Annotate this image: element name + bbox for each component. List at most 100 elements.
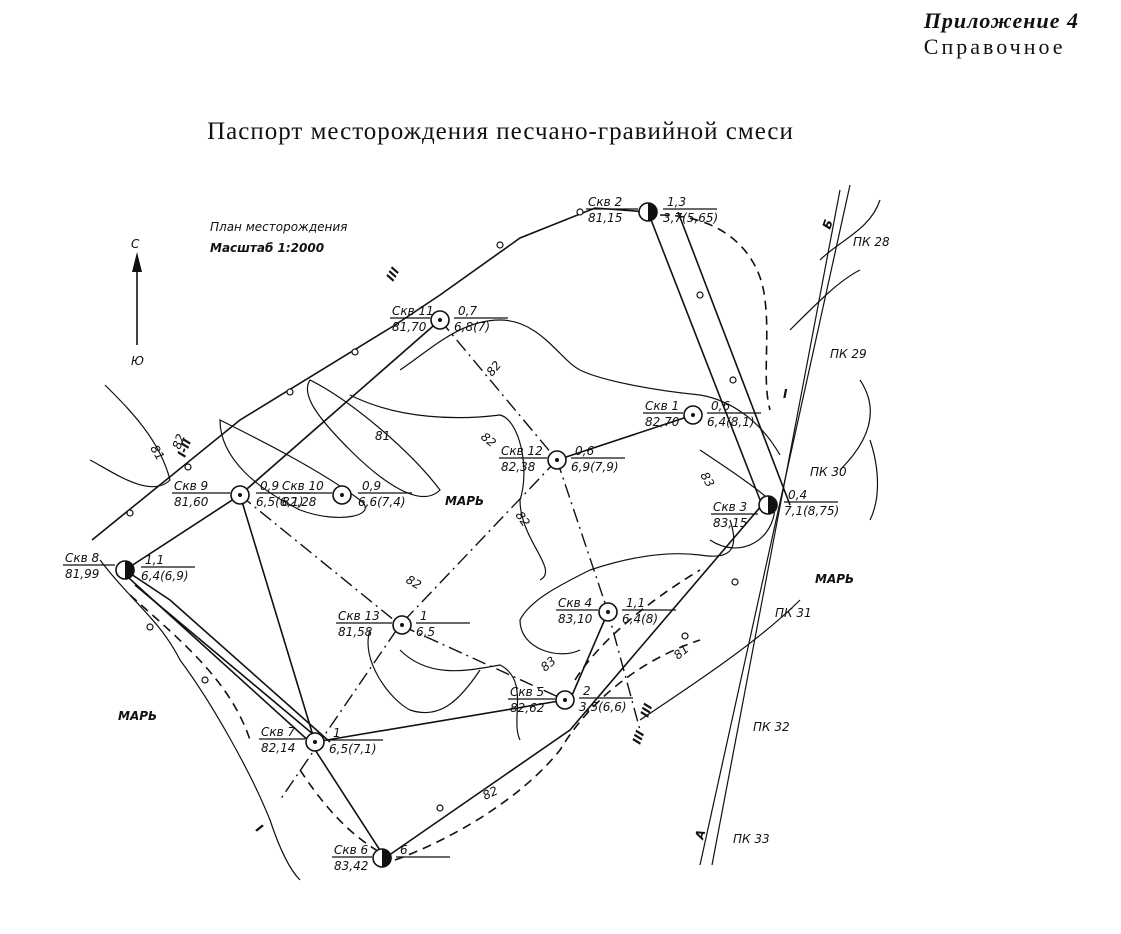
- picket-labels: ПК 28 ПК 29 ПК 30 ПК 31 ПК 32 ПК 33: [733, 235, 890, 846]
- wells-layer: Скв 281,151,33,7(5,65)Скв 1181,700,76,8(…: [63, 195, 839, 873]
- section-lines: [239, 319, 641, 801]
- north-arrow-icon: [132, 252, 142, 345]
- section-mark: III: [638, 701, 656, 719]
- contour-label: 82: [404, 572, 424, 592]
- well-elevation: 81,58: [338, 625, 373, 639]
- well-elevation: 83,42: [334, 859, 368, 873]
- well-thickness: 6,4(6,9): [141, 569, 189, 583]
- well-elevation: 83,15: [713, 516, 747, 530]
- section-mark: I: [253, 822, 266, 836]
- well-overburden: 1,3: [667, 195, 686, 209]
- picket-label: ПК 32: [753, 720, 790, 734]
- well-id: Скв 3: [713, 500, 747, 514]
- well-overburden: 1,1: [626, 596, 645, 610]
- well-id: Скв 4: [558, 596, 592, 610]
- well-marker-icon: [392, 615, 412, 635]
- contour-label: 82: [480, 784, 500, 803]
- well-id: Скв 10: [282, 479, 324, 493]
- well-marker-icon: [598, 602, 618, 622]
- plan-scale: Масштаб 1:2000: [210, 241, 324, 255]
- dashed-lines: [129, 214, 771, 861]
- well-overburden: 6: [400, 843, 408, 857]
- section-mark: III: [630, 728, 648, 746]
- section-mark: I: [783, 387, 788, 401]
- contour-label: 82: [170, 432, 188, 451]
- well-overburden: 0,9: [362, 479, 381, 493]
- well-overburden: 0,6: [711, 399, 730, 413]
- section-mark: А: [692, 828, 708, 842]
- well-marker-icon: [115, 560, 135, 580]
- compass-south-label: Ю: [131, 354, 144, 368]
- well-id: Скв 6: [334, 843, 369, 857]
- well-marker-icon: [430, 310, 450, 330]
- marsh-label: МАРЬ: [118, 709, 157, 723]
- well-thickness: 6,9(7,9): [571, 460, 619, 474]
- well-elevation: 81,15: [588, 211, 622, 225]
- well-marker-icon: [332, 485, 352, 505]
- well-thickness: 6,5(6,1): [256, 495, 304, 509]
- well-marker-icon: [305, 732, 325, 752]
- well-id: Скв 9: [174, 479, 208, 493]
- well-links: [124, 211, 791, 743]
- section-mark: Б: [820, 218, 836, 231]
- contour-label: 83: [697, 470, 717, 490]
- well-thickness: 6,4(8): [622, 612, 658, 626]
- well-thickness: 6,4(8,1): [707, 415, 755, 429]
- well-thickness: 6,5(7,1): [329, 742, 377, 756]
- document-title: Паспорт месторождения песчано-гравийной …: [0, 118, 1121, 146]
- well-marker-icon: [547, 450, 567, 470]
- compass-north-label: С: [131, 237, 140, 251]
- well-elevation: 82,14: [261, 741, 295, 755]
- well-marker-icon: [758, 495, 778, 515]
- well-thickness: 6,5: [416, 625, 435, 639]
- well-elevation: 82,38: [501, 460, 536, 474]
- well-id: Скв 13: [338, 609, 380, 623]
- well-marker-icon: [683, 405, 703, 425]
- picket-label: ПК 33: [733, 832, 770, 846]
- well-overburden: 2: [583, 684, 591, 698]
- well-overburden: 0,7: [458, 304, 477, 318]
- traverse-line: [699, 184, 851, 866]
- well-id: Скв 2: [588, 195, 622, 209]
- well-overburden: 0,4: [788, 488, 807, 502]
- well-elevation: 82,70: [645, 415, 680, 429]
- boundary-markers: [126, 208, 739, 812]
- picket-label: ПК 28: [853, 235, 890, 249]
- well-elevation: 82,62: [510, 701, 544, 715]
- well-thickness: 6,6(7,4): [358, 495, 406, 509]
- well-thickness: 3,5(6,6): [579, 700, 627, 714]
- section-mark: III: [383, 264, 402, 283]
- well-elevation: 81,70: [392, 320, 427, 334]
- well-overburden: 0,6: [575, 444, 594, 458]
- picket-label: ПК 30: [810, 465, 847, 479]
- document-title-text: Паспорт месторождения песчано-гравийной …: [207, 118, 794, 145]
- contour-label: 83: [538, 654, 559, 675]
- section-marks: III I III III I I-II Б А: [175, 218, 836, 842]
- well-overburden: 1: [333, 726, 341, 740]
- picket-label: ПК 29: [830, 347, 867, 361]
- well-id: Скв 5: [510, 685, 544, 699]
- well-thickness: 7,1(8,75): [784, 504, 839, 518]
- well-id: Скв 12: [501, 444, 543, 458]
- plan-title: План месторождения: [210, 220, 347, 234]
- well-marker-icon: [230, 485, 250, 505]
- well-overburden: 1: [420, 609, 428, 623]
- well-marker-icon: [555, 690, 575, 710]
- contour-label: 82: [478, 430, 499, 451]
- well-thickness: 6,8(7): [454, 320, 490, 334]
- appendix-block: Приложение 4 Справочное: [924, 8, 1079, 60]
- well-overburden: 0,9: [260, 479, 279, 493]
- contour-lines: [89, 199, 881, 881]
- well-id: Скв 7: [261, 725, 296, 739]
- well-elevation: 83,10: [558, 612, 593, 626]
- well-elevation: 82,28: [282, 495, 317, 509]
- well-marker-icon: [372, 848, 392, 868]
- well-marker-icon: [638, 202, 658, 222]
- contour-label: 81: [147, 443, 167, 463]
- marsh-label: МАРЬ: [445, 494, 484, 508]
- contour-label: 81: [671, 642, 692, 663]
- section-mark: I-II: [175, 436, 195, 459]
- picket-label: ПК 31: [775, 606, 812, 620]
- contour-label: 82: [513, 509, 533, 530]
